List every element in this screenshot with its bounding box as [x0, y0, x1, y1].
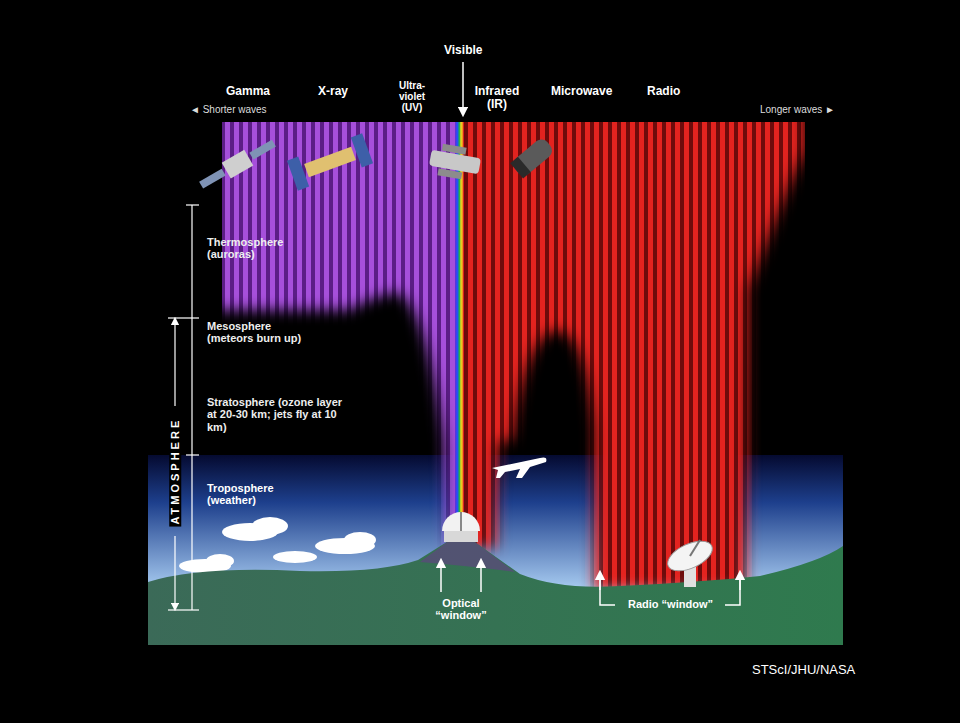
ground	[148, 540, 843, 645]
layer-label: Mesosphere (meteors burn up)	[207, 320, 319, 345]
visible-arrow	[462, 62, 464, 112]
atmosphere-bracket	[168, 205, 199, 610]
band-label: Radio	[647, 85, 680, 98]
satellites	[197, 133, 556, 193]
layer-label: Troposphere (weather)	[207, 482, 307, 507]
band-label: Infrared (IR)	[469, 85, 525, 112]
layer-label: Thermosphere (auroras)	[207, 236, 307, 261]
direction-label: ◄ Shorter waves	[190, 104, 267, 115]
layer-label: Stratosphere (ozone layer at 20-30 km; j…	[207, 396, 347, 433]
window-label: Optical “window”	[426, 597, 496, 622]
radio-dish	[663, 535, 717, 587]
airplane	[492, 458, 546, 479]
band-label: Ultra-violet (UV)	[388, 80, 436, 114]
band-label: Microwave	[551, 85, 612, 98]
window-label: Radio “window”	[628, 598, 713, 610]
direction-label: Longer waves ►	[760, 104, 835, 115]
observatory	[442, 512, 480, 542]
band-label: Gamma	[226, 85, 270, 98]
long-wave-band	[462, 122, 805, 592]
atmosphere-label: ATMOSPHERE	[169, 416, 181, 527]
visible-label: Visible	[444, 44, 482, 57]
visible-band	[455, 122, 463, 547]
credit-label: STScI/JHU/NASA	[752, 663, 855, 678]
mountain-glow	[420, 540, 515, 572]
band-label: X-ray	[318, 85, 348, 98]
